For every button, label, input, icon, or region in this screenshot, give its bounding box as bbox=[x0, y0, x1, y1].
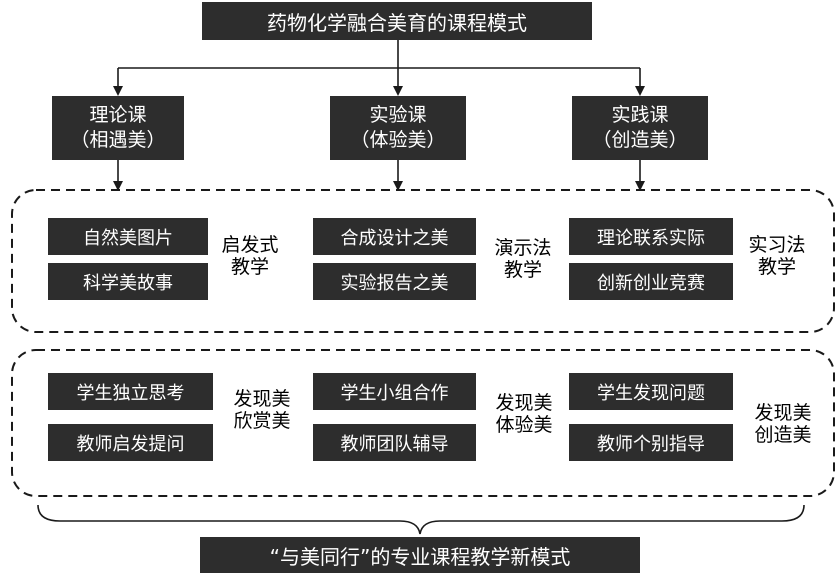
activity-item: 学生独立思考 bbox=[48, 373, 213, 410]
method-item: 实验报告之美 bbox=[313, 263, 476, 300]
method-item: 自然美图片 bbox=[48, 218, 208, 255]
method-label: 启发式 教学 bbox=[221, 234, 279, 278]
activity-item: 教师启发提问 bbox=[48, 424, 213, 461]
activities-dashed-frame bbox=[11, 349, 835, 497]
method-item: 创新创业竞赛 bbox=[569, 263, 733, 300]
activity-item: 学生发现问题 bbox=[569, 373, 733, 410]
method-item: 合成设计之美 bbox=[313, 218, 476, 255]
method-item: 科学美故事 bbox=[48, 263, 208, 300]
course-theory-box: 理论课 （相遇美） bbox=[52, 96, 184, 160]
course-lab-box: 实验课 （体验美） bbox=[330, 96, 466, 160]
course-subtitle: （体验美） bbox=[350, 129, 446, 151]
course-subtitle: （相遇美） bbox=[70, 129, 166, 151]
activity-item: 学生小组合作 bbox=[313, 373, 476, 410]
activity-item: 教师团队辅导 bbox=[313, 424, 476, 461]
diagram-title: 药物化学融合美育的课程模式 bbox=[202, 2, 592, 40]
activity-item: 教师个别指导 bbox=[569, 424, 733, 461]
activity-label: 发现美 欣赏美 bbox=[233, 388, 291, 432]
course-name: 实验课 bbox=[369, 104, 427, 126]
method-label: 演示法 教学 bbox=[494, 237, 552, 281]
method-label: 实习法 教学 bbox=[748, 234, 806, 278]
course-practice-box: 实践课 （创造美） bbox=[572, 96, 708, 160]
activity-label: 发现美 体验美 bbox=[495, 392, 553, 436]
course-subtitle: （创造美） bbox=[592, 129, 688, 151]
activity-label: 发现美 创造美 bbox=[754, 402, 812, 446]
summary-box: “与美同行”的专业课程教学新模式 bbox=[200, 537, 640, 573]
summary-brace bbox=[37, 504, 805, 535]
course-name: 实践课 bbox=[611, 104, 669, 126]
methods-dashed-frame bbox=[11, 189, 835, 333]
method-item: 理论联系实际 bbox=[569, 218, 733, 255]
course-name: 理论课 bbox=[89, 104, 147, 126]
